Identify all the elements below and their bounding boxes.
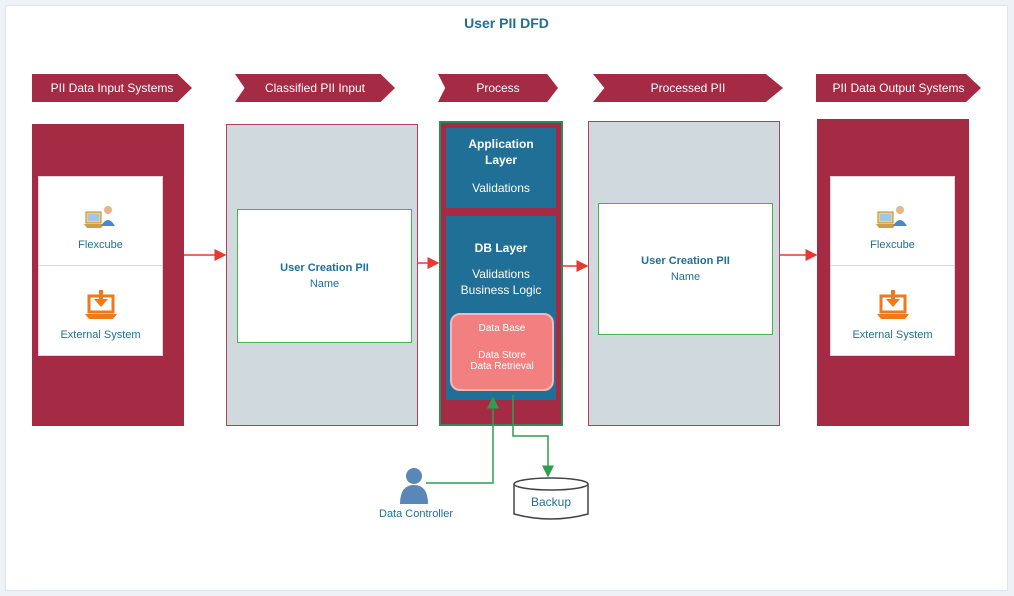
stage-process: Process (438, 74, 558, 102)
data-controller-label: Data Controller (379, 508, 453, 520)
stage-classified-input: Classified PII Input (235, 74, 395, 102)
classified-input-subtitle: Name (309, 278, 340, 290)
laptop-download-icon (875, 290, 911, 325)
diagram-title: User PII DFD (464, 15, 549, 31)
connector-layer (184, 249, 818, 484)
stage-processed-pii: Processed PII (593, 74, 783, 102)
processed-pii-subtitle: Name (670, 271, 701, 283)
output-flexcube-cell: Flexcube (831, 177, 954, 266)
output-flexcube-label: Flexcube (870, 239, 915, 251)
input-systems-card: Flexcube External System (38, 176, 163, 356)
output-external-label: External System (852, 329, 933, 341)
input-flexcube-label: Flexcube (78, 239, 123, 251)
database-store: Data Store (478, 350, 526, 361)
database-title: Data Base (478, 323, 526, 334)
application-layer-title: Application (468, 137, 534, 151)
database-cylinder-icon (511, 476, 591, 524)
output-external-cell: External System (831, 266, 954, 355)
output-systems-card: Flexcube External System (830, 176, 955, 356)
backup-label: Backup (530, 495, 572, 509)
input-external-cell: External System (39, 266, 162, 355)
application-layer-validations: Validations (472, 181, 530, 195)
stage-output-systems: PII Data Output Systems (816, 74, 981, 102)
flow-arrow-database-to-backup (512, 395, 554, 478)
diagram-canvas: User PII DFD PII Data Input Systems Clas… (5, 5, 1008, 591)
processed-pii-title: User Creation PII (641, 255, 730, 267)
classified-input-card: User Creation PII Name (237, 209, 412, 343)
database-retrieval: Data Retrieval (470, 361, 534, 372)
workstation-user-icon (83, 202, 118, 235)
flow-arrow-controller-to-database (426, 396, 499, 484)
input-external-label: External System (60, 329, 141, 341)
workstation-user-icon (875, 202, 910, 235)
stage-input-systems: PII Data Input Systems (32, 74, 192, 102)
application-layer-title-2: Layer (484, 153, 518, 167)
laptop-download-icon (83, 290, 119, 325)
db-layer-title: DB Layer (474, 241, 528, 255)
db-layer-validations: Validations (472, 267, 530, 281)
application-layer-box: Application Layer Validations (446, 128, 556, 208)
classified-input-title: User Creation PII (280, 262, 369, 274)
db-layer-business-logic: Business Logic (460, 283, 542, 297)
person-icon (399, 466, 429, 506)
input-flexcube-cell: Flexcube (39, 177, 162, 266)
database-box: Data Base Data Store Data Retrieval (450, 313, 554, 391)
processed-pii-card: User Creation PII Name (598, 203, 773, 335)
